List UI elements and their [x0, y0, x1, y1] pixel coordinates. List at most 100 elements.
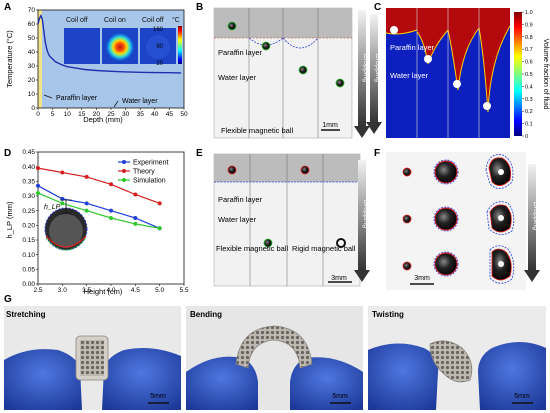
panel-d-ytick-label: 0.45	[22, 149, 35, 156]
panel-a-ytick-label: 0	[31, 105, 35, 112]
panel-c-cb-tick-label: 0.4	[525, 84, 533, 90]
bending-label: Bending	[190, 310, 222, 319]
panel-a-xtick-label: 10	[64, 111, 72, 118]
panel-e-ball-2	[300, 165, 310, 175]
panel-d-xtick-label: 5.5	[179, 287, 188, 294]
stretching-label: Stretching	[6, 310, 46, 319]
panel-d-legend-simulation-label: Simulation	[133, 178, 166, 185]
panel-b-ball-4	[335, 78, 345, 88]
panel-d-theory-point	[84, 174, 89, 179]
panel-c-cb-tick-label: 0.2	[525, 109, 533, 115]
panel-f-row-3	[402, 245, 515, 284]
panel-c-cb-tick-label: 0.9	[525, 22, 533, 28]
panel-c-ball-4	[483, 102, 491, 110]
panel-b-meniscus-1	[248, 37, 284, 46]
panel-d-theory-point	[109, 182, 113, 187]
panel-d-ylabel: h_LP (mm)	[5, 201, 14, 238]
panel-c-cb-tick-label: 0.8	[525, 35, 533, 41]
panel-b-paraffin-label: Paraffin layer	[218, 48, 263, 57]
panel-a-paraffin-pointer	[43, 94, 53, 99]
panel-d-ytick-label: 0.20	[22, 223, 35, 230]
panel-a-xtick-label: 15	[78, 111, 86, 118]
panel-a-temperature-line	[37, 13, 182, 74]
panel-d-red-arc	[45, 235, 87, 248]
panel-d-xlabel: Height (cm)	[84, 287, 123, 296]
panel-d-simulation-point	[36, 191, 40, 196]
panel-d-experiment-point	[84, 201, 89, 206]
panel-f-outline-1-2	[433, 159, 459, 185]
panel-c-colorbar-label: Volume fraction of fluid	[542, 39, 549, 110]
panel-b-scale-label: 1mm	[322, 122, 338, 129]
panel-d-theory-point	[133, 192, 138, 197]
panel-d-theory-point	[157, 201, 162, 206]
panel-f: F 3mm Dropping	[374, 148, 540, 290]
panel-f-glare-3-3	[498, 261, 504, 267]
panel-d-theory-point	[60, 170, 65, 175]
panel-d-xtick-label: 4.0	[106, 287, 115, 294]
panel-e-arrow-label: Dropping	[362, 200, 369, 229]
panel-a-ytick-label: 60	[28, 21, 36, 28]
panel-c-frame-4-paraffin	[479, 8, 510, 112]
panel-f-arrow-label: Dropping	[532, 202, 539, 231]
panel-b-ball-1	[227, 21, 237, 31]
panel-b-arrow-label: Dropping	[362, 54, 369, 83]
panel-d-ytick-label: 0.00	[22, 281, 35, 288]
panel-b-letter: B	[196, 2, 203, 13]
panel-a-xtick-label: 45	[166, 111, 174, 118]
panel-c: C Paraffin layer Water layer Dropping 1.…	[366, 2, 549, 140]
panel-a-ytick-label: 20	[28, 77, 36, 84]
panel-e-paraffin-label: Paraffin layer	[218, 195, 263, 204]
panel-d-letter: D	[4, 148, 11, 159]
panel-g-photo-twisting: Twisting 5mm	[368, 306, 546, 410]
panel-d-xtick-label: 2.5	[33, 287, 42, 294]
bending-left-glove	[186, 356, 258, 410]
panel-d-experiment-line	[37, 185, 160, 229]
panel-d-legend-experiment-marker	[122, 160, 126, 164]
twisting-scale-label: 5mm	[514, 393, 530, 400]
panel-f-glare-2-3	[498, 215, 504, 221]
panel-f-row-1	[402, 154, 514, 189]
panel-e-flex-ball	[263, 238, 273, 248]
panel-a-xtick-label: 20	[93, 111, 101, 118]
panel-a-xtick-label: 25	[107, 111, 115, 118]
panel-f-ball-2-2	[434, 207, 458, 231]
panel-d-ytick-label: 0.05	[22, 267, 35, 274]
panel-d-simulation-point	[60, 201, 65, 206]
panel-f-outline-3-3	[489, 245, 515, 284]
panel-e-scale-label: 3mm	[331, 275, 347, 282]
panel-d-legend-theory-marker	[122, 169, 126, 173]
panel-c-cb-tick-label: 0.6	[525, 60, 533, 66]
panel-d-ytick-label: 0.25	[22, 208, 35, 215]
panel-g-letter: G	[4, 294, 12, 305]
panel-d-simulation-line	[37, 192, 160, 229]
panel-b-water-label: Water layer	[218, 73, 257, 82]
panel-e-flex-label: Flexible magnetic ball	[216, 244, 288, 253]
panel-d-xtick-label: 5.0	[155, 287, 164, 294]
panel-a-xtick-label: 0	[36, 111, 40, 118]
panel-c-frame-3-paraffin	[448, 8, 479, 90]
bending-scale-label: 5mm	[332, 393, 348, 400]
panel-a-xtick-label: 30	[122, 111, 130, 118]
panel-f-ball-2-1	[402, 214, 412, 224]
panel-d-simulation-point	[133, 221, 138, 226]
panel-f-row-2	[402, 201, 515, 235]
panel-d-simulation-point	[157, 226, 162, 231]
panel-c-interface-2	[416, 29, 449, 65]
panel-d-ytick-label: 0.35	[22, 179, 35, 186]
panel-b-meniscus-2	[282, 37, 319, 49]
stretching-left-glove	[4, 349, 82, 410]
panel-a-xtick-label: 50	[180, 111, 188, 118]
panel-c-arrow-head	[366, 122, 382, 134]
inset-heat-spot	[105, 32, 135, 62]
panel-f-arrow-shaft	[528, 164, 536, 270]
panel-a-xlabel: Depth (mm)	[83, 115, 123, 124]
panel-a-ytick-label: 50	[28, 35, 36, 42]
panel-d-green-arc	[45, 237, 87, 251]
panel-c-ball-2	[424, 55, 432, 63]
panel-b-ball-label: Flexible magnetic ball	[221, 126, 293, 135]
panel-d-ytick-label: 0.15	[22, 237, 35, 244]
panel-a-insets: Coil off Coil on Coil off °C 160 90 20	[64, 16, 182, 67]
panel-c-ball-3	[453, 80, 461, 88]
twisting-label: Twisting	[372, 310, 404, 319]
